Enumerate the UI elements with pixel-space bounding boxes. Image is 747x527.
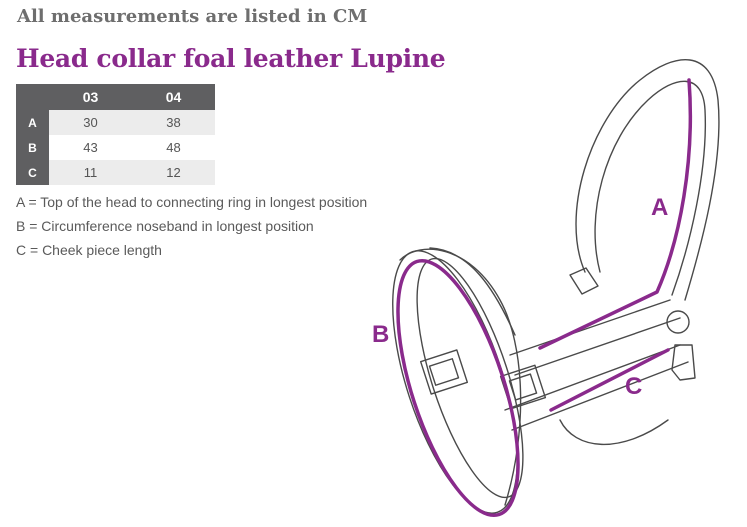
row-label: B [16,135,49,160]
size-column-header: 04 [132,84,215,110]
legend-item: C = Cheek piece length [16,242,162,258]
halter-outline [392,59,720,514]
product-title: Head collar foal leather Lupine [16,44,446,73]
table-row: A 30 38 [16,110,215,135]
measurement-lines [396,78,693,518]
measurement-note: All measurements are listed in CM [17,6,368,27]
table-cell: 12 [132,160,215,185]
table-cell: 43 [49,135,132,160]
header-corner [16,84,49,110]
table-cell: 30 [49,110,132,135]
table-cell: 48 [132,135,215,160]
table-row: C 11 12 [16,160,215,185]
measurement-label-b: B [372,321,389,348]
row-label: C [16,160,49,185]
measurement-label-c: C [625,373,642,400]
measurement-label-a: A [651,194,668,221]
table-cell: 38 [132,110,215,135]
legend-item: A = Top of the head to connecting ring i… [16,194,368,210]
size-column-header: 03 [49,84,132,110]
size-table-header: 03 04 [16,84,215,110]
row-label: A [16,110,49,135]
table-row: B 43 48 [16,135,215,160]
legend-item: B = Circumference noseband in longest po… [16,218,314,234]
size-table: 03 04 A 30 38 B 43 48 C 11 12 [16,84,215,185]
table-cell: 11 [49,160,132,185]
measurement-legend: A = Top of the head to connecting ring i… [16,190,367,262]
